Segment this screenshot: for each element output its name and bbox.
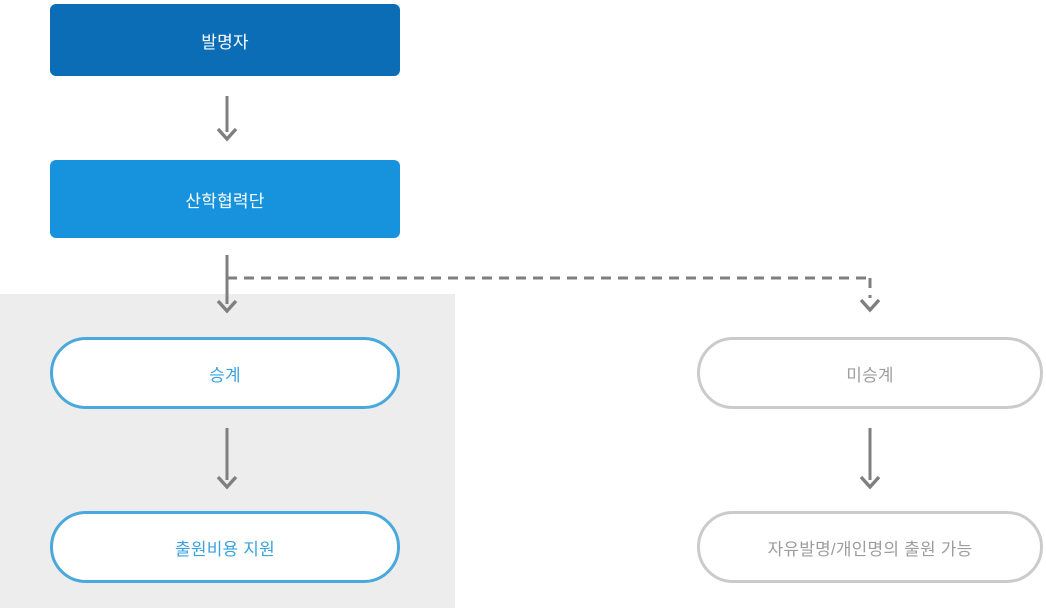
arrow-succession-to-cost-support	[216, 428, 238, 490]
node-cost-support-label: 출원비용 지원	[175, 539, 275, 559]
node-foundation: 산학협력단	[50, 160, 400, 238]
node-succession: 승계	[50, 337, 400, 409]
node-cost-support: 출원비용 지원	[50, 511, 400, 583]
node-succession-label: 승계	[209, 365, 241, 385]
dashed-arrow-foundation-to-non-succession	[227, 276, 881, 313]
node-non-succession: 미승계	[697, 337, 1043, 409]
arrow-non-succession-to-free-invention	[859, 428, 881, 490]
arrow-inventor-to-foundation	[216, 96, 238, 142]
node-free-invention-label: 자유발명/개인명의 출원 가능	[767, 539, 973, 559]
node-inventor-label: 발명자	[201, 32, 249, 52]
node-non-succession-label: 미승계	[846, 365, 894, 385]
node-free-invention: 자유발명/개인명의 출원 가능	[697, 511, 1043, 583]
node-foundation-label: 산학협력단	[185, 191, 265, 211]
node-inventor: 발명자	[50, 4, 400, 76]
